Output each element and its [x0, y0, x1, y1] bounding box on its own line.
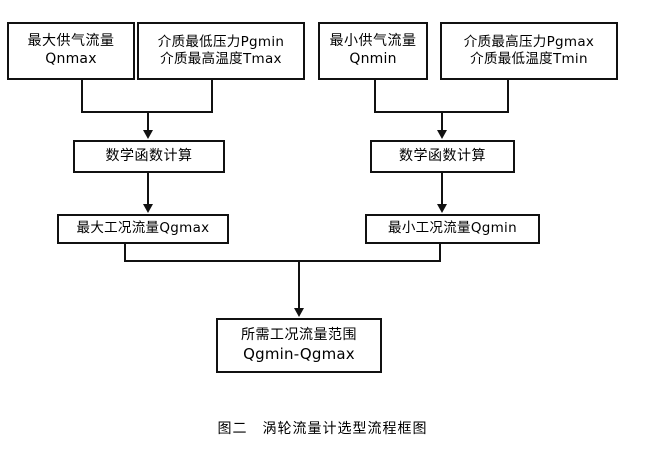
- node-max-supply-flow-line1: 最大供气流量: [27, 33, 115, 50]
- node-max-supply-flow-line2: Qnmax: [45, 51, 97, 67]
- edge-calc-right-to-qgmin: [441, 173, 443, 206]
- edge-bottom-merge-bar: [124, 260, 441, 262]
- edge-bottom-merge-to-result: [298, 260, 300, 310]
- edge-right-merge-to-calc: [441, 111, 443, 132]
- node-min-working-flow-qgmin: 最小工况流量Qgmin: [365, 214, 540, 244]
- node-max-supply-flow: 最大供气流量 Qnmax: [7, 22, 135, 80]
- node-min-pressure-max-temp: 介质最低压力Pgmin 介质最高温度Tmax: [137, 22, 305, 80]
- arrowhead-qgmin: [437, 204, 447, 213]
- node-max-pressure-min-temp-line1: 介质最高压力Pgmax: [463, 33, 595, 50]
- figure-caption: 图二 涡轮流量计选型流程框图: [217, 421, 428, 437]
- edge-qnmin-down: [374, 80, 376, 113]
- node-min-pressure-max-temp-line2: 介质最高温度Tmax: [160, 51, 282, 67]
- edge-qgmin-down: [439, 244, 441, 262]
- edge-qnmax-down: [81, 80, 83, 113]
- node-max-working-flow-qgmax-label: 最大工况流量Qgmax: [76, 220, 210, 237]
- arrowhead-result: [294, 308, 304, 317]
- node-min-supply-flow-line2: Qnmin: [349, 51, 397, 67]
- edge-qgmax-down: [124, 244, 126, 262]
- node-math-function-calculation-right-label: 数学函数计算: [399, 147, 486, 164]
- node-required-working-flow-range-line1: 所需工况流量范围: [241, 326, 357, 343]
- node-required-working-flow-range-line2: Qgmin-Qgmax: [243, 344, 355, 363]
- node-max-pressure-min-temp: 介质最高压力Pgmax 介质最低温度Tmin: [440, 22, 618, 80]
- node-max-pressure-min-temp-line2: 介质最低温度Tmin: [470, 51, 588, 67]
- arrowhead-left-calc: [143, 130, 153, 139]
- edge-calc-left-to-qgmax: [147, 173, 149, 206]
- node-math-function-calculation-left-label: 数学函数计算: [105, 147, 193, 164]
- arrowhead-right-calc: [437, 130, 447, 139]
- edge-pgmax-down: [507, 80, 509, 113]
- node-min-pressure-max-temp-line1: 介质最低压力Pgmin: [157, 33, 285, 50]
- edge-left-merge-to-calc: [147, 111, 149, 132]
- node-min-working-flow-qgmin-label: 最小工况流量Qgmin: [388, 220, 517, 237]
- node-math-function-calculation-right: 数学函数计算: [370, 140, 515, 173]
- node-required-working-flow-range: 所需工况流量范围 Qgmin-Qgmax: [216, 318, 382, 373]
- node-math-function-calculation-left: 数学函数计算: [73, 140, 225, 173]
- edge-pgmin-down: [211, 80, 213, 113]
- node-max-working-flow-qgmax: 最大工况流量Qgmax: [57, 214, 229, 244]
- node-min-supply-flow-line1: 最小供气流量: [329, 33, 417, 50]
- arrowhead-qgmax: [143, 204, 153, 213]
- node-min-supply-flow: 最小供气流量 Qnmin: [318, 22, 428, 80]
